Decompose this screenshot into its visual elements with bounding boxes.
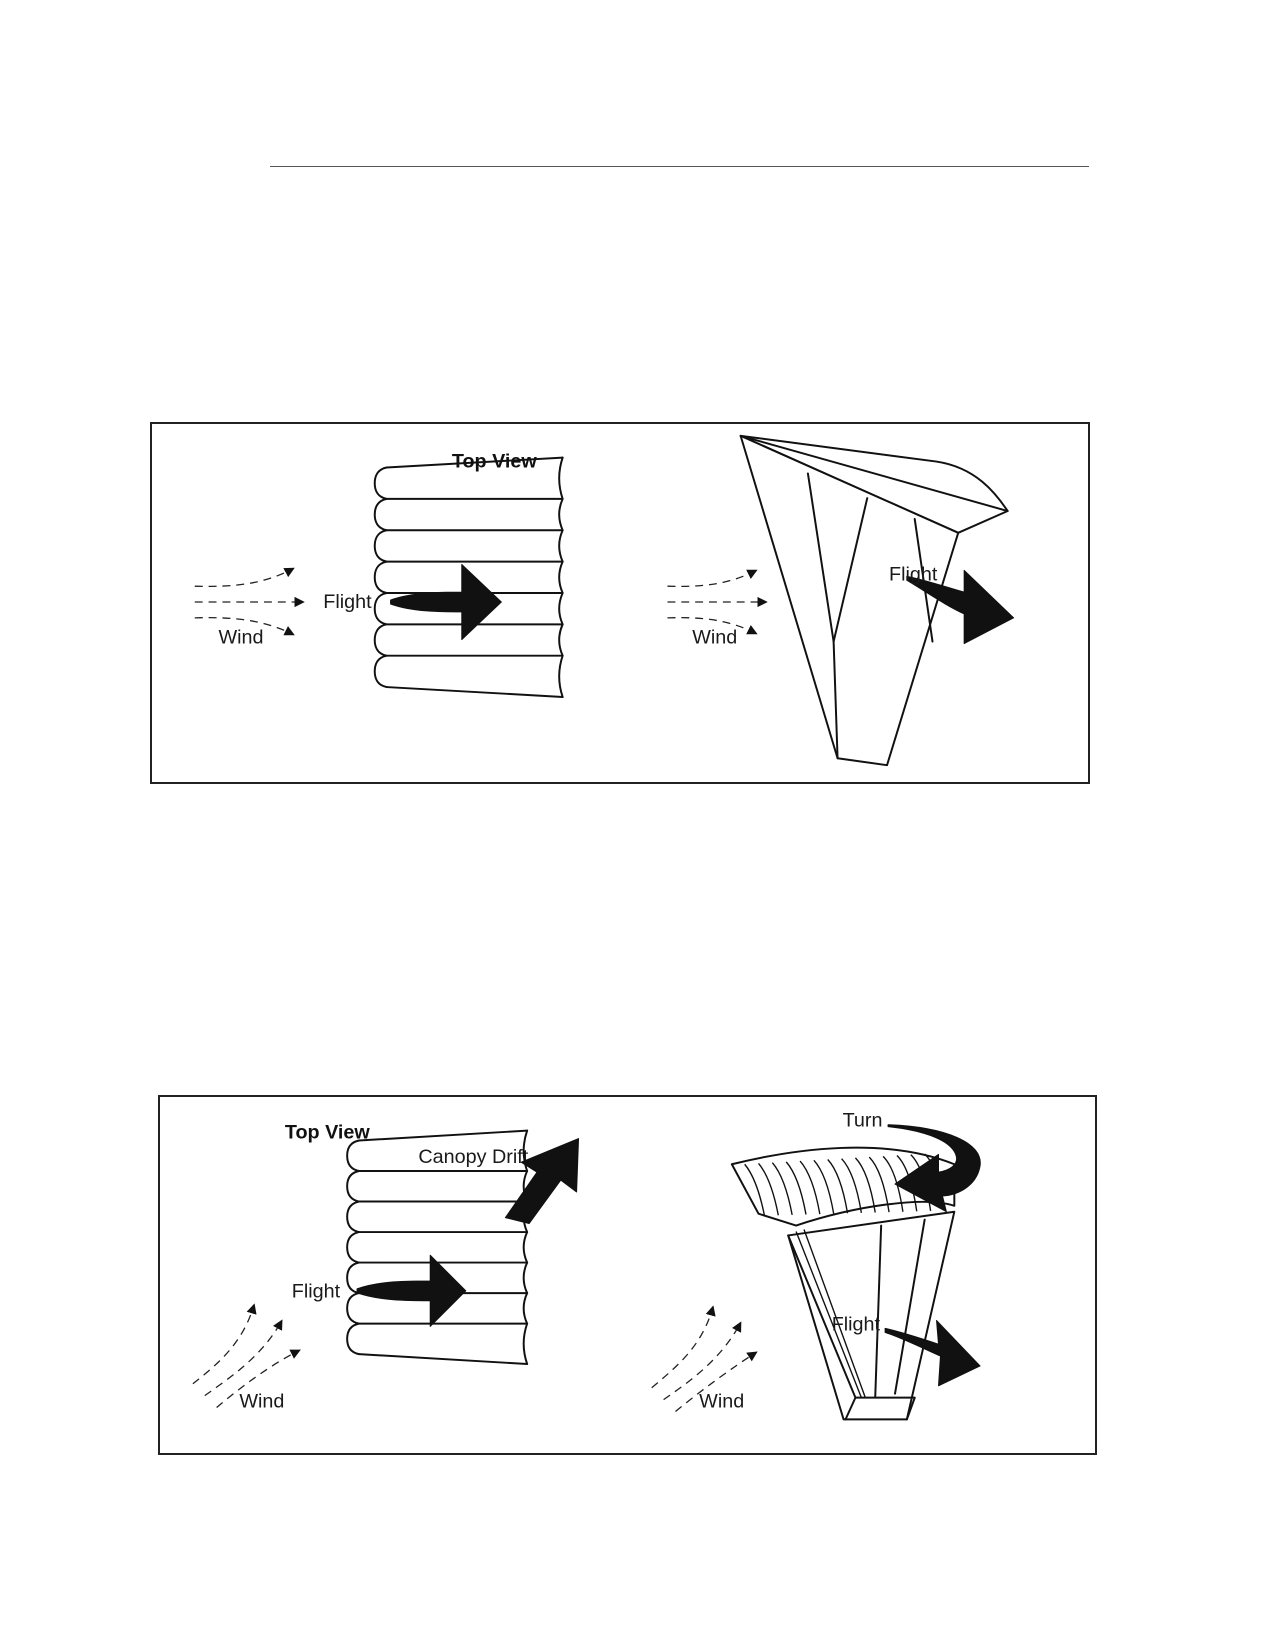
flight-label-2: Flight: [292, 1281, 341, 1303]
flight-label-right-2: Flight: [832, 1313, 881, 1335]
wind-label-right-2: Wind: [699, 1391, 744, 1413]
canopy-rib: [799, 1160, 821, 1215]
header-rule: [270, 166, 1089, 167]
canopy-rib: [827, 1159, 849, 1214]
wind-arrows-left-2: [192, 1303, 301, 1409]
canopy-rib: [744, 1163, 766, 1216]
figure-panel-crosswind: Top View Canopy Drift Flight Wind Turn: [158, 1095, 1097, 1455]
turn-label: Turn: [843, 1110, 883, 1132]
flight-arrow-right-2: [884, 1319, 981, 1387]
flight-arrow-right: [906, 569, 1015, 645]
flight-label: Flight: [323, 591, 372, 613]
wind-label-right: Wind: [692, 627, 737, 649]
canopy-rib: [771, 1162, 793, 1216]
turning-canopy: [730, 1146, 956, 1421]
top-view-label-2: Top View: [285, 1122, 371, 1144]
canopy-top-view-2: [346, 1129, 529, 1365]
canopy-rib: [785, 1161, 807, 1215]
flight-label-right: Flight: [889, 563, 938, 585]
canopy-cell-line: [358, 1129, 529, 1142]
turn-arrow: [887, 1124, 981, 1213]
wind-arrows-right-2: [651, 1305, 758, 1412]
wind-label: Wind: [218, 627, 263, 649]
canopy-trailing-edge: [558, 456, 564, 698]
canopy-perspective: [739, 434, 1009, 767]
canopy-cell-line: [385, 686, 564, 698]
wind-arrows-left: [194, 567, 305, 636]
canopy-cell-line: [385, 456, 564, 469]
figure-1-drawing: Wind Top View Flight Wind Flight: [194, 434, 1015, 767]
canopy-trailing-edge: [522, 1129, 529, 1365]
canopy-rib: [868, 1156, 890, 1213]
canopy-rib: [854, 1157, 876, 1213]
flight-arrow-left-2: [356, 1254, 467, 1327]
canopy-rib: [841, 1158, 863, 1214]
canopy-drift-label: Canopy Drift: [418, 1146, 528, 1168]
figure-2-drawing: Top View Canopy Drift Flight Wind Turn: [192, 1110, 981, 1421]
figure-panel-headwind: Wind Top View Flight Wind Flight: [150, 422, 1090, 784]
canopy-top-view: [373, 456, 564, 698]
wind-arrows-right: [667, 569, 768, 635]
wind-label-2: Wind: [239, 1391, 284, 1413]
canopy-leading-edge: [346, 1139, 361, 1356]
canopy-rib: [813, 1159, 835, 1214]
flight-arrow-left: [390, 563, 502, 641]
canopy-leading-edge: [373, 466, 388, 689]
canopy-rib: [882, 1155, 904, 1212]
canopy-rib: [757, 1163, 779, 1216]
canopy-cell-line: [358, 1353, 529, 1365]
